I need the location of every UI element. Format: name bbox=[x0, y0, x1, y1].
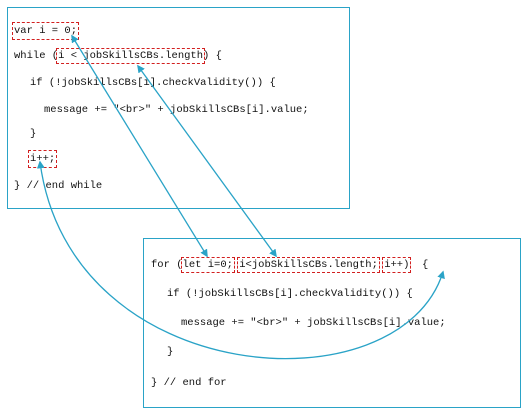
for-end-comment: } // end for bbox=[151, 377, 227, 389]
for-if-statement: if (!jobSkillsCBs[i].checkValidity()) { bbox=[167, 288, 413, 300]
while-header-close: ) { bbox=[203, 50, 222, 62]
for-keyword: for ( bbox=[151, 259, 183, 271]
for-update: i++) bbox=[382, 257, 412, 273]
while-keyword: while ( bbox=[14, 50, 59, 62]
for-if-close: } bbox=[167, 346, 174, 358]
while-if-close: } bbox=[30, 128, 37, 140]
while-condition: i < jobSkillsCBs.length bbox=[56, 48, 206, 64]
for-header-open-brace: { bbox=[422, 259, 429, 271]
while-increment-statement: i++; bbox=[27, 150, 58, 168]
while-header-line: while (i < jobSkillsCBs.length) { bbox=[14, 48, 222, 64]
for-message-statement: message += "<br>" + jobSkillsCBs[i].valu… bbox=[181, 317, 446, 329]
while-end-comment: } // end while bbox=[14, 180, 103, 192]
while-message-statement: message += "<br>" + jobSkillsCBs[i].valu… bbox=[44, 104, 309, 116]
while-init-statement: var i = 0; bbox=[11, 22, 80, 40]
for-condition: i<jobSkillsCBs.length; bbox=[237, 257, 380, 273]
while-if-statement: if (!jobSkillsCBs[i].checkValidity()) { bbox=[30, 77, 276, 89]
for-init: let i=0; bbox=[180, 257, 235, 273]
for-header-line: for (let i=0; i<jobSkillsCBs.length; i++… bbox=[151, 257, 429, 273]
